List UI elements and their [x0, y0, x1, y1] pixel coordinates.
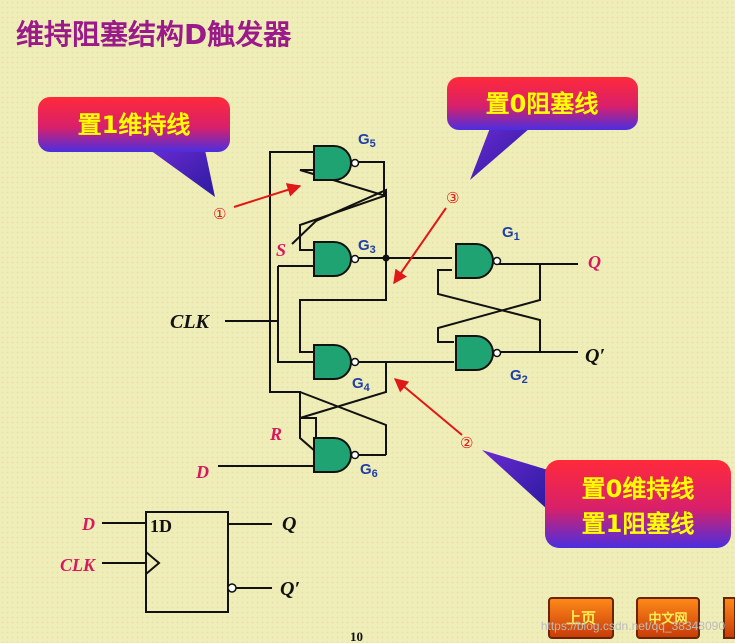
- marker-3: ③: [446, 189, 459, 207]
- gate-g2: [455, 335, 502, 371]
- watermark: https://blog.csdn.net/qq_38348090: [541, 619, 725, 633]
- gate-g1: [455, 243, 502, 279]
- page-title: 维持阻塞结构D触发器: [16, 18, 292, 51]
- next-page-label: 中文网: [648, 611, 687, 627]
- symbol-label: 1D: [150, 516, 172, 536]
- flipflop-symbol: [102, 511, 272, 613]
- gate-label-g2: G2: [510, 367, 528, 386]
- junction-dot: [382, 254, 390, 262]
- signal-r-label: R: [269, 424, 282, 444]
- signal-clk-label: CLK: [170, 311, 211, 333]
- gate-label-g1: G1: [502, 224, 520, 243]
- callout-set0-hold-set1-block: 置0维持线 置1阻塞线: [482, 450, 731, 548]
- callout-set0-block: 置0阻塞线: [447, 77, 638, 180]
- signal-d-label: D: [195, 462, 209, 482]
- marker-2: ②: [460, 434, 473, 452]
- symbol-d-label: D: [81, 514, 95, 534]
- arrow-1: [233, 183, 302, 208]
- gate-label-g4: G4: [352, 375, 371, 394]
- gate-label-g3: G3: [358, 237, 376, 256]
- gate-g4: [313, 344, 360, 380]
- symbol-clk-label: CLK: [60, 555, 97, 575]
- symbol-qn-label: Q′: [280, 578, 300, 600]
- signal-q-label: Q: [588, 252, 601, 272]
- signal-qn-label: Q′: [585, 345, 605, 367]
- prev-page-label: 上页: [566, 609, 596, 627]
- wiring: [218, 151, 578, 467]
- page-number: 10: [350, 629, 363, 643]
- gate-g6: [313, 437, 360, 473]
- callout-set1-hold-text: 置1维持线: [78, 111, 191, 139]
- gate-label-g6: G6: [360, 461, 378, 480]
- next-page-button[interactable]: 中文网: [636, 597, 700, 639]
- arrow-3: [393, 207, 447, 285]
- gate-g5: [313, 145, 360, 181]
- arrow-2: [393, 378, 463, 436]
- gate-label-g5: G5: [358, 131, 376, 150]
- callout-set0-hold-text: 置0维持线: [582, 475, 695, 503]
- callout-set1-block-text: 置1阻塞线: [582, 510, 695, 538]
- signal-s-label: S: [276, 240, 286, 260]
- marker-1: ①: [213, 205, 226, 223]
- gate-g3: [313, 241, 360, 277]
- prev-page-button[interactable]: 上页: [548, 597, 614, 639]
- callout-set1-hold: 置1维持线: [38, 97, 230, 197]
- nav-button-edge[interactable]: [723, 597, 735, 639]
- symbol-q-label: Q: [282, 513, 296, 535]
- callout-set0-block-text: 置0阻塞线: [486, 90, 599, 118]
